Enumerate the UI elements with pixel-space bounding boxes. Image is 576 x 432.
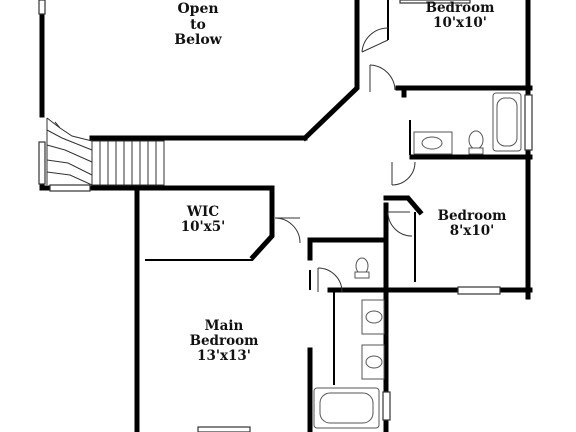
wic-size: 10'x5': [180, 219, 226, 236]
window-bedroom-top: [399, 0, 471, 4]
main-bedroom-line1: Main: [204, 318, 244, 334]
staircase: [46, 117, 165, 186]
window-main-bath: [382, 391, 391, 421]
fixtures: [313, 92, 522, 429]
open-to-below-line3: Below: [174, 32, 222, 49]
bedroom-right-size: 8'x10': [449, 223, 495, 240]
bedroom-right-name: Bedroom: [437, 208, 507, 224]
door-top-bedroom-leaf: [361, 39, 389, 53]
windows: [38, 0, 533, 432]
stair-run: [91, 140, 165, 186]
window-left-mid: [38, 141, 46, 185]
window-bedroom-right-bottom: [457, 286, 501, 295]
main-bedroom-size: 13'x13': [197, 348, 251, 365]
label-main-bedroom: Main Bedroom 13'x13': [174, 318, 274, 365]
window-left-top: [38, 0, 46, 15]
label-bedroom-top: Bedroom 10'x10': [412, 0, 508, 32]
window-main-bottom: [197, 426, 251, 432]
bedroom-top-name: Bedroom: [425, 0, 495, 16]
bedroom-top-size: 10'x10': [433, 15, 487, 32]
stair-winder: [46, 117, 93, 186]
window-bedroom-top-right: [524, 94, 533, 151]
label-open-to-below: Open to Below: [160, 1, 236, 49]
hall-bath-toilet: [468, 130, 484, 150]
wall-bedroom-right-corner: [383, 195, 424, 216]
label-bedroom-right: Bedroom 8'x10': [424, 208, 520, 240]
label-wic: WIC 10'x5': [168, 204, 238, 236]
wall-open-area-diagonal: [301, 0, 360, 142]
open-to-below-line1: Open: [177, 1, 219, 17]
main-bedroom-line2: Bedroom: [189, 333, 259, 350]
walls: [39, 0, 533, 432]
doors: [274, 27, 416, 293]
partitions: [145, 0, 416, 385]
wall-wic-right: [249, 185, 275, 261]
window-stair: [49, 184, 91, 192]
wic-name: WIC: [186, 204, 220, 220]
open-to-below-line2: to: [190, 16, 206, 33]
